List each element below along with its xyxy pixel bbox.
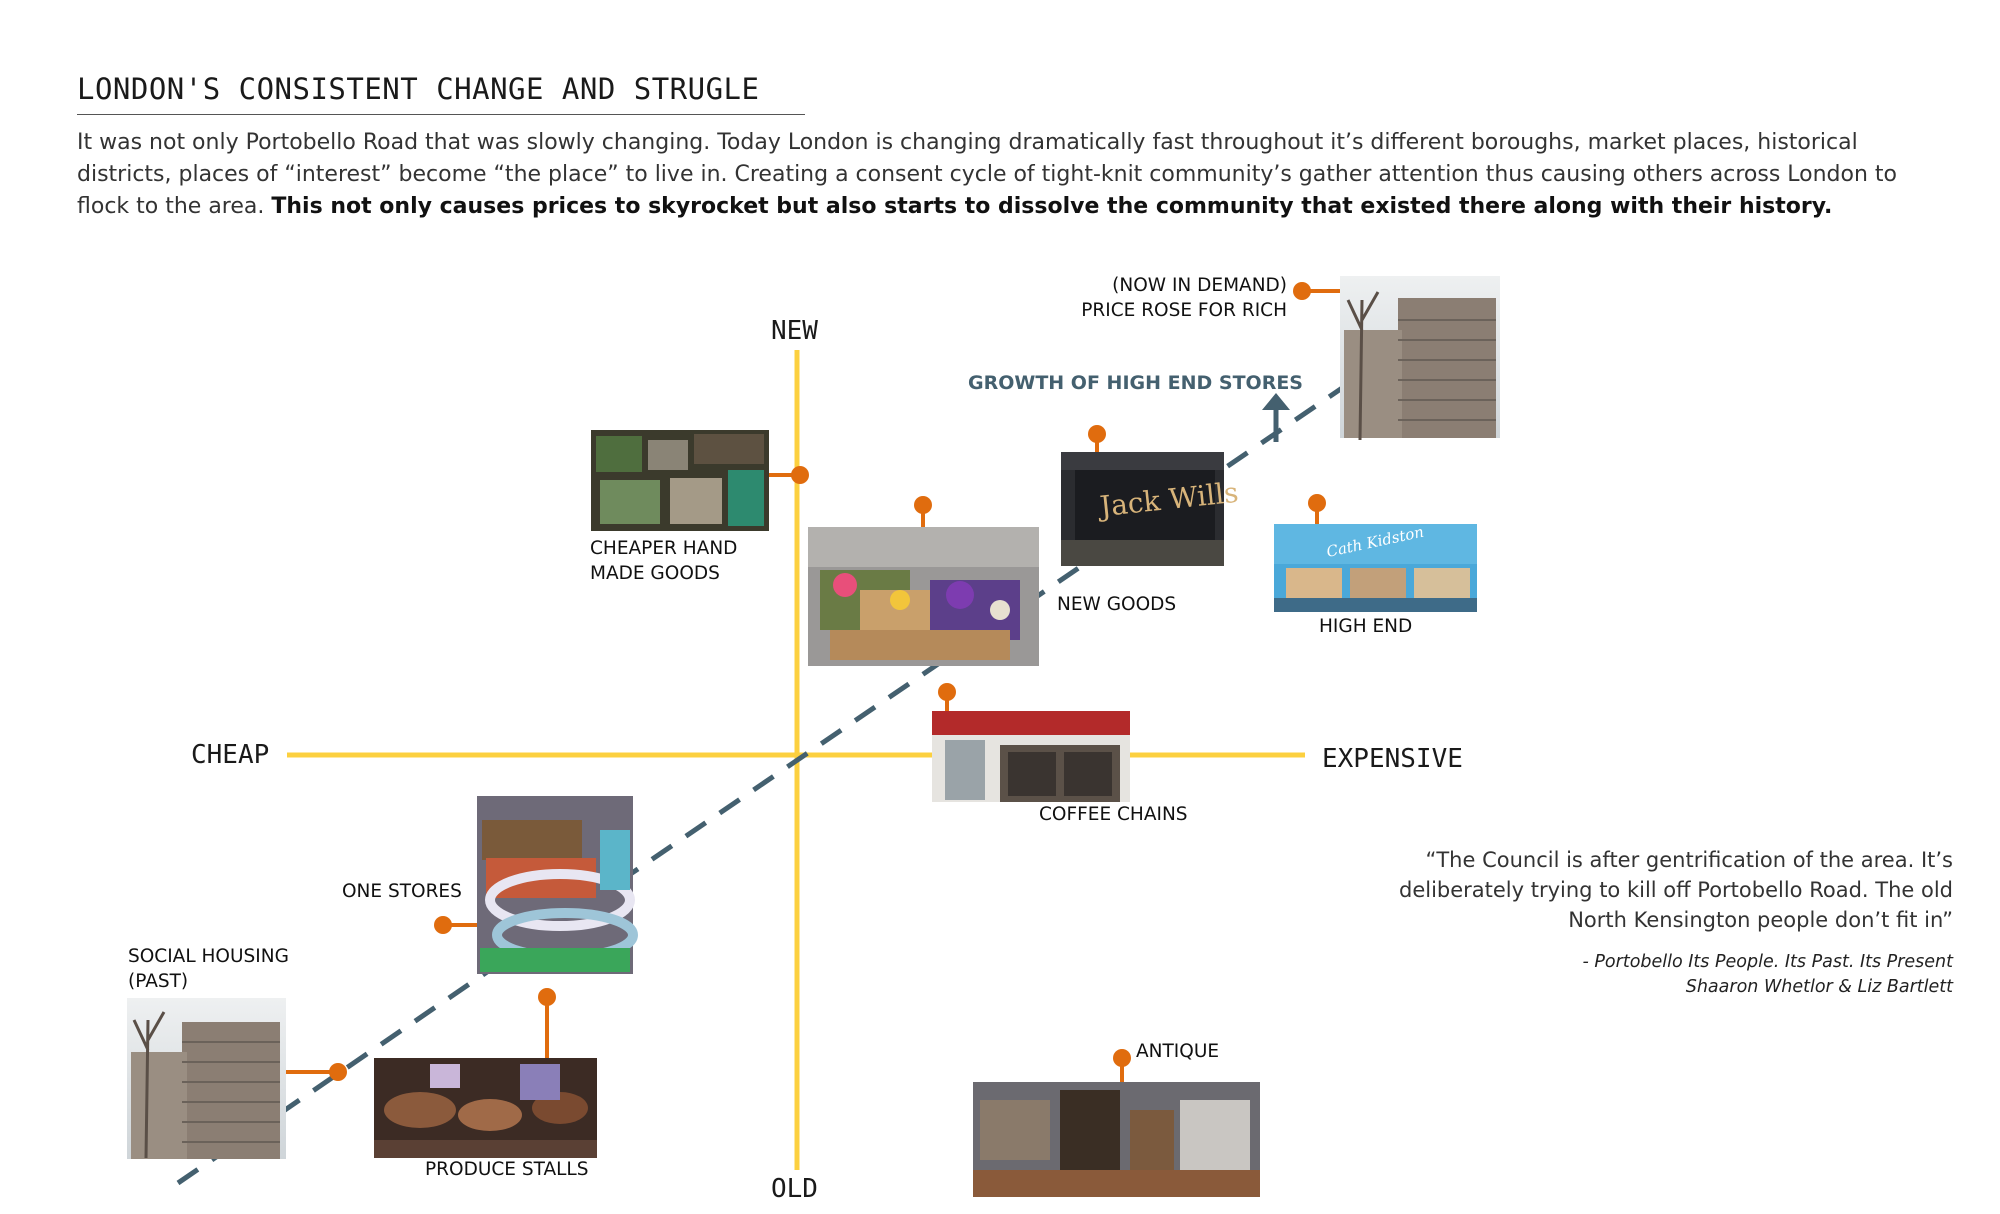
photo-coffee-chain xyxy=(932,711,1130,802)
photo-tower-block-now xyxy=(1340,276,1500,441)
title-underline xyxy=(77,114,805,115)
photo-antique-shop xyxy=(973,1082,1260,1197)
photo-jack-wills-store xyxy=(1061,452,1224,566)
label-produce-stalls: PRODUCE STALLS xyxy=(425,1159,589,1180)
marker-dot-now-in-demand xyxy=(1293,282,1311,300)
label-cheaper-hand-made-line2: MADE GOODS xyxy=(590,563,720,584)
axis-label-cheap: CHEAP xyxy=(191,740,270,770)
photo-hand-made-goods xyxy=(591,430,769,531)
label-one-stores: ONE STORES xyxy=(342,881,462,902)
label-antique: ANTIQUE xyxy=(1136,1041,1220,1062)
marker-dot-new-goods xyxy=(914,496,932,514)
photo-flower-stall xyxy=(808,527,1039,666)
axis-label-new: NEW xyxy=(771,316,818,346)
marker-dot-coffee xyxy=(938,683,956,701)
marker-dot-hand-made xyxy=(791,466,809,484)
photo-tower-block-past xyxy=(127,998,286,1159)
photo-one-stores xyxy=(477,796,638,974)
marker-dot-jack-wills xyxy=(1088,425,1106,443)
quote-citation: - Portobello Its People. Its Past. Its P… xyxy=(1313,950,1954,1000)
marker-dot-antique xyxy=(1113,1049,1131,1067)
label-high-end: HIGH END xyxy=(1319,616,1413,637)
citation-line-2: Shaaron Whetlor & Liz Bartlett xyxy=(1685,977,1953,997)
quote-line-1: “The Council is after gentrification of … xyxy=(1425,848,1953,872)
quote-line-2: deliberately trying to kill off Portobel… xyxy=(1398,878,1953,902)
quote-line-3: North Kensington people don’t fit in” xyxy=(1568,908,1953,932)
axis-label-expensive: EXPENSIVE xyxy=(1322,744,1463,774)
council-quote: “The Council is after gentrification of … xyxy=(1313,845,1953,935)
label-social-housing-line1: SOCIAL HOUSING xyxy=(128,946,289,967)
label-now-in-demand: (NOW IN DEMAND) PRICE ROSE FOR RICH xyxy=(1000,273,1287,323)
label-cheaper-hand-made: CHEAPER HAND MADE GOODS xyxy=(590,536,737,586)
marker-dot-produce xyxy=(538,988,556,1006)
label-social-housing: SOCIAL HOUSING (PAST) xyxy=(128,944,289,994)
label-coffee-chains: COFFEE CHAINS xyxy=(1039,804,1188,825)
intro-paragraph: It was not only Portobello Road that was… xyxy=(77,127,1947,223)
citation-line-1: - Portobello Its People. Its Past. Its P… xyxy=(1582,952,1954,972)
trend-arrow xyxy=(1262,393,1290,442)
axis-label-old: OLD xyxy=(771,1174,818,1204)
marker-dot-one-stores xyxy=(434,916,452,934)
trend-line xyxy=(176,325,1432,1186)
intro-text: It was not only Portobello Road that was… xyxy=(77,130,1898,219)
label-new-goods: NEW GOODS xyxy=(1057,594,1177,615)
connector-lines xyxy=(286,289,1340,1082)
marker-dot-social-housing xyxy=(329,1063,347,1081)
marker-dot-high-end xyxy=(1308,494,1326,512)
marker-dots xyxy=(329,282,1326,1081)
intro-bold-text: This not only causes prices to skyrocket… xyxy=(271,194,1833,219)
photo-cath-kidston-store xyxy=(1274,524,1477,612)
photo-produce-stalls xyxy=(374,1058,597,1158)
trend-label: GROWTH OF HIGH END STORES xyxy=(968,372,1303,394)
label-social-housing-line2: (PAST) xyxy=(128,971,189,992)
label-now-in-demand-line2: PRICE ROSE FOR RICH xyxy=(1081,300,1287,321)
label-now-in-demand-line1: (NOW IN DEMAND) xyxy=(1112,275,1287,296)
page-title: LONDON'S CONSISTENT CHANGE AND STRUGLE xyxy=(77,72,760,106)
label-cheaper-hand-made-line1: CHEAPER HAND xyxy=(590,538,738,559)
